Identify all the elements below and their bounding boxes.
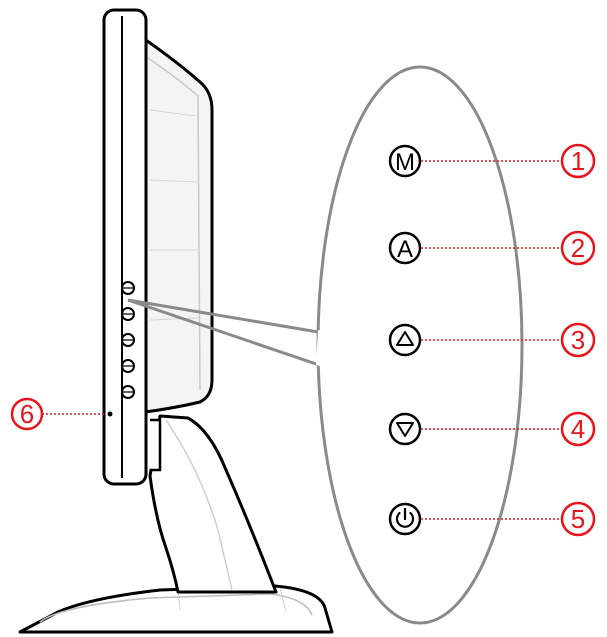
button-row-auto: A 2	[388, 230, 596, 266]
monitor-back-housing	[138, 34, 214, 414]
triangle-down-icon	[396, 422, 414, 437]
callout-number-5: 5	[571, 504, 585, 534]
callout-connector	[127, 298, 331, 368]
power-led	[107, 411, 113, 417]
oval-gap	[316, 330, 334, 368]
callout-number-6: 6	[20, 399, 34, 429]
power-icon	[395, 507, 415, 528]
triangle-up-icon	[396, 331, 414, 346]
button-row-up: 3	[388, 322, 596, 358]
up-button[interactable]	[388, 323, 422, 357]
side-buttons	[107, 281, 135, 417]
callout-number-1: 1	[571, 146, 585, 176]
callout-number-3: 3	[571, 325, 585, 355]
button-row-down: 4	[388, 411, 596, 447]
down-button[interactable]	[388, 412, 422, 446]
monitor-bezel	[102, 8, 148, 486]
stand-neck	[148, 414, 278, 594]
button-row-power: 5	[388, 501, 596, 537]
stand-base	[18, 584, 334, 634]
callout-number-2: 2	[571, 233, 585, 263]
auto-button[interactable]	[388, 231, 422, 265]
menu-button[interactable]	[388, 144, 422, 178]
callout-number-4: 4	[571, 414, 585, 444]
button-row-menu: M 1	[388, 143, 596, 179]
menu-letter-icon: M	[395, 149, 415, 176]
auto-letter-icon: A	[397, 236, 413, 263]
led-callout: 6	[10, 397, 106, 431]
